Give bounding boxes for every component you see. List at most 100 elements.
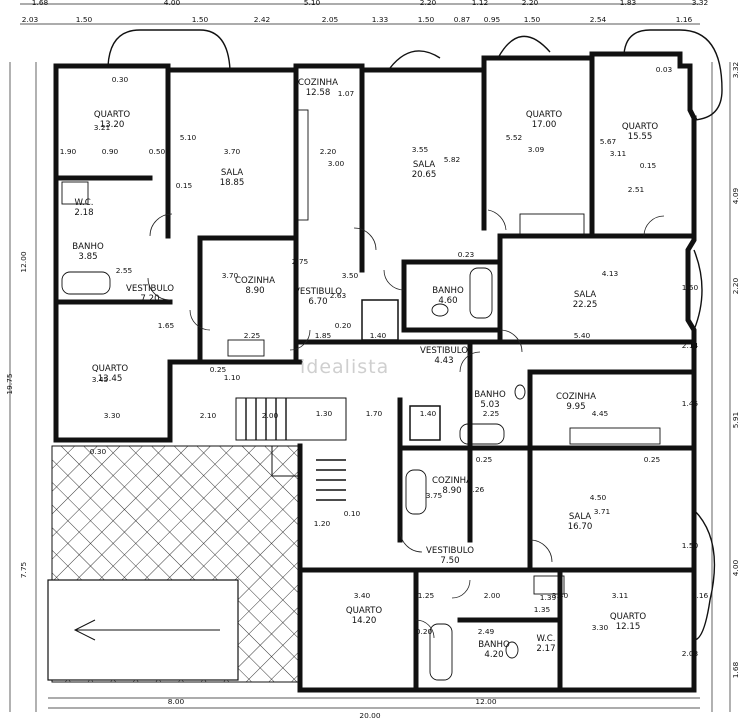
room-name: SALA [412, 160, 436, 170]
dim-right: 4.09 [731, 187, 740, 205]
dim-interior: 3.30 [103, 411, 121, 420]
dim-interior: 4.50 [589, 493, 607, 502]
dim-right: 4.00 [731, 559, 740, 577]
dim-interior: 2.49 [477, 627, 495, 636]
dim-right: 3.32 [731, 61, 740, 79]
dim-top-2: 1.16 [675, 15, 693, 24]
room-area: 16.70 [567, 522, 593, 532]
dim-interior: 0.30 [111, 75, 129, 84]
watermark: idealista [300, 356, 390, 378]
dim-interior: 3.71 [593, 507, 611, 516]
dim-top-2: 0.95 [483, 15, 501, 24]
dim-top-1: 1.12 [471, 0, 489, 7]
room-label-wc-1: W.C.2.18 [74, 198, 93, 218]
dim-top-1: 1.68 [31, 0, 49, 7]
room-area: 6.70 [308, 297, 328, 307]
dim-interior: 1.10 [223, 373, 241, 382]
dim-interior: 3.40 [551, 591, 569, 600]
dim-interior: 0.15 [639, 161, 657, 170]
room-name: BANHO [72, 242, 104, 252]
room-name: BANHO [432, 286, 464, 296]
room-area: 3.85 [78, 252, 98, 262]
dim-interior: 2.55 [115, 266, 133, 275]
dim-interior: 1.40 [369, 331, 387, 340]
dim-left: 19.75 [5, 373, 14, 395]
staircase [235, 299, 441, 501]
dim-interior: 0.20 [415, 627, 433, 636]
room-area: 15.55 [627, 132, 653, 142]
dim-interior: 5.40 [573, 331, 591, 340]
room-area: 17.00 [531, 120, 557, 130]
dim-interior: 3.70 [223, 147, 241, 156]
room-name: W.C. [74, 198, 94, 208]
dim-interior: 3.55 [411, 145, 429, 154]
room-area: 13.20 [99, 120, 125, 130]
room-area: 8.90 [442, 486, 462, 496]
room-area: 2.17 [536, 644, 556, 654]
room-area: 14.20 [351, 616, 377, 626]
dim-interior: 1.25 [417, 591, 435, 600]
dim-interior: 3.21 [93, 123, 111, 132]
room-area: 13.45 [97, 374, 123, 384]
dim-interior: 1.90 [59, 147, 77, 156]
room-area: 12.15 [615, 622, 641, 632]
dim-top-1: 2.20 [419, 0, 437, 7]
dim-interior: 0.10 [343, 509, 361, 518]
dim-interior: 1.70 [365, 409, 383, 418]
dim-interior: 4.13 [601, 269, 619, 278]
room-area: 4.60 [438, 296, 458, 306]
room-name: VESTIBULO [294, 287, 342, 297]
dim-top-1: 3.32 [691, 0, 709, 7]
dim-interior: 0.30 [89, 447, 107, 456]
dim-left: 7.75 [19, 561, 28, 579]
dim-interior: 0.90 [101, 147, 119, 156]
dim-interior: 1.30 [315, 409, 333, 418]
room-area: 9.95 [566, 402, 586, 412]
room-area: 4.20 [484, 650, 504, 660]
dim-interior: 0.23 [457, 250, 475, 259]
dim-interior: 3.70 [221, 271, 239, 280]
dim-interior: 3.09 [527, 145, 545, 154]
dim-top-2: 1.50 [75, 15, 93, 24]
dim-interior: 3.75 [425, 491, 443, 500]
room-name: SALA [220, 168, 244, 178]
dim-interior: 1.65 [157, 321, 175, 330]
dim-interior: 3.30 [591, 623, 609, 632]
dim-interior: 2.25 [482, 409, 500, 418]
dim-interior: 3.45 [91, 375, 109, 384]
dimension-lines [9, 3, 731, 712]
room-name: SALA [568, 512, 592, 522]
room-name: QUARTO [621, 122, 659, 132]
dim-interior: 1.39 [539, 593, 557, 602]
room-name: QUARTO [345, 606, 383, 616]
room-name: BANHO [474, 390, 506, 400]
room-area: 5.03 [480, 400, 500, 410]
dim-top-2: 2.03 [21, 15, 39, 24]
dim-top-2: 1.50 [417, 15, 435, 24]
dim-interior: 1.40 [419, 409, 437, 418]
dim-interior: 0.25 [475, 455, 493, 464]
dim-top-1: 4.00 [163, 0, 181, 7]
room-name: COZINHA [432, 476, 472, 486]
room-name: QUARTO [93, 110, 131, 120]
dim-interior: 0.03 [655, 65, 673, 74]
dim-interior: 1.50 [681, 541, 699, 550]
dim-top-2: 0.87 [453, 15, 471, 24]
kitchen-counters [227, 109, 661, 595]
dim-interior: 1.16 [691, 591, 709, 600]
dim-interior: 5.10 [179, 133, 197, 142]
